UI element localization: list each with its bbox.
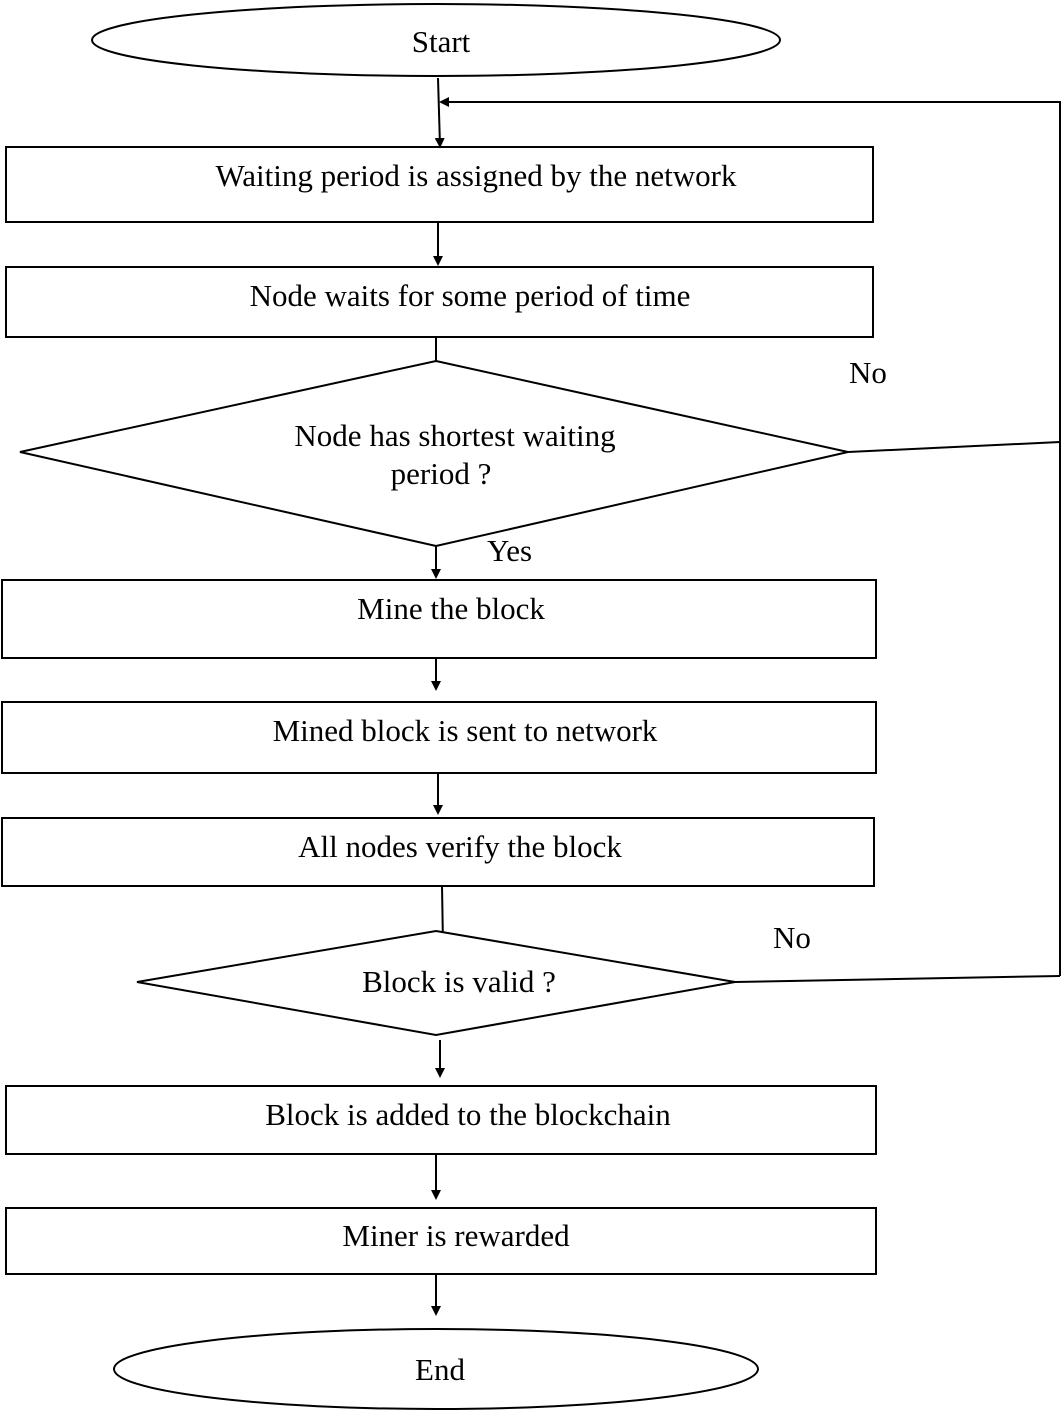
add-block-box [5,1085,877,1155]
valid-label: Block is valid ? [362,964,556,999]
shortest-wait-yes-label: Yes [487,533,532,568]
shortest-wait-no-label: No [849,355,887,390]
loop-back-to-assign [439,97,1061,976]
reward-label: Miner is rewarded [342,1218,570,1253]
valid-no-label: No [773,920,811,955]
arrow-start-to-assign [434,77,445,148]
node-waits-box [5,266,874,338]
verify-block-label: All nodes verify the block [298,829,622,864]
mine-block-label: Mine the block [357,591,545,626]
end-label: End [415,1352,465,1387]
end-terminator [113,1328,759,1410]
shortest-wait-decision [19,359,849,548]
assign-wait-label: Waiting period is assigned by the networ… [216,158,737,193]
loop-from-valid-no [734,975,1061,983]
verify-block-box [1,817,875,887]
shortest-wait-label-line2: period ? [391,456,492,491]
send-block-box [1,701,877,774]
mine-block-box [1,579,877,659]
valid-decision [136,929,736,1037]
add-block-label: Block is added to the blockchain [265,1097,671,1132]
reward-box [5,1207,877,1275]
loop-from-shortest-wait-no [847,441,1061,453]
assign-wait-box [5,146,874,223]
send-block-label: Mined block is sent to network [273,713,658,748]
start-label: Start [412,24,471,59]
start-terminator [91,3,781,77]
shortest-wait-label-line1: Node has shortest waiting [294,418,615,453]
node-waits-label: Node waits for some period of time [250,278,691,313]
